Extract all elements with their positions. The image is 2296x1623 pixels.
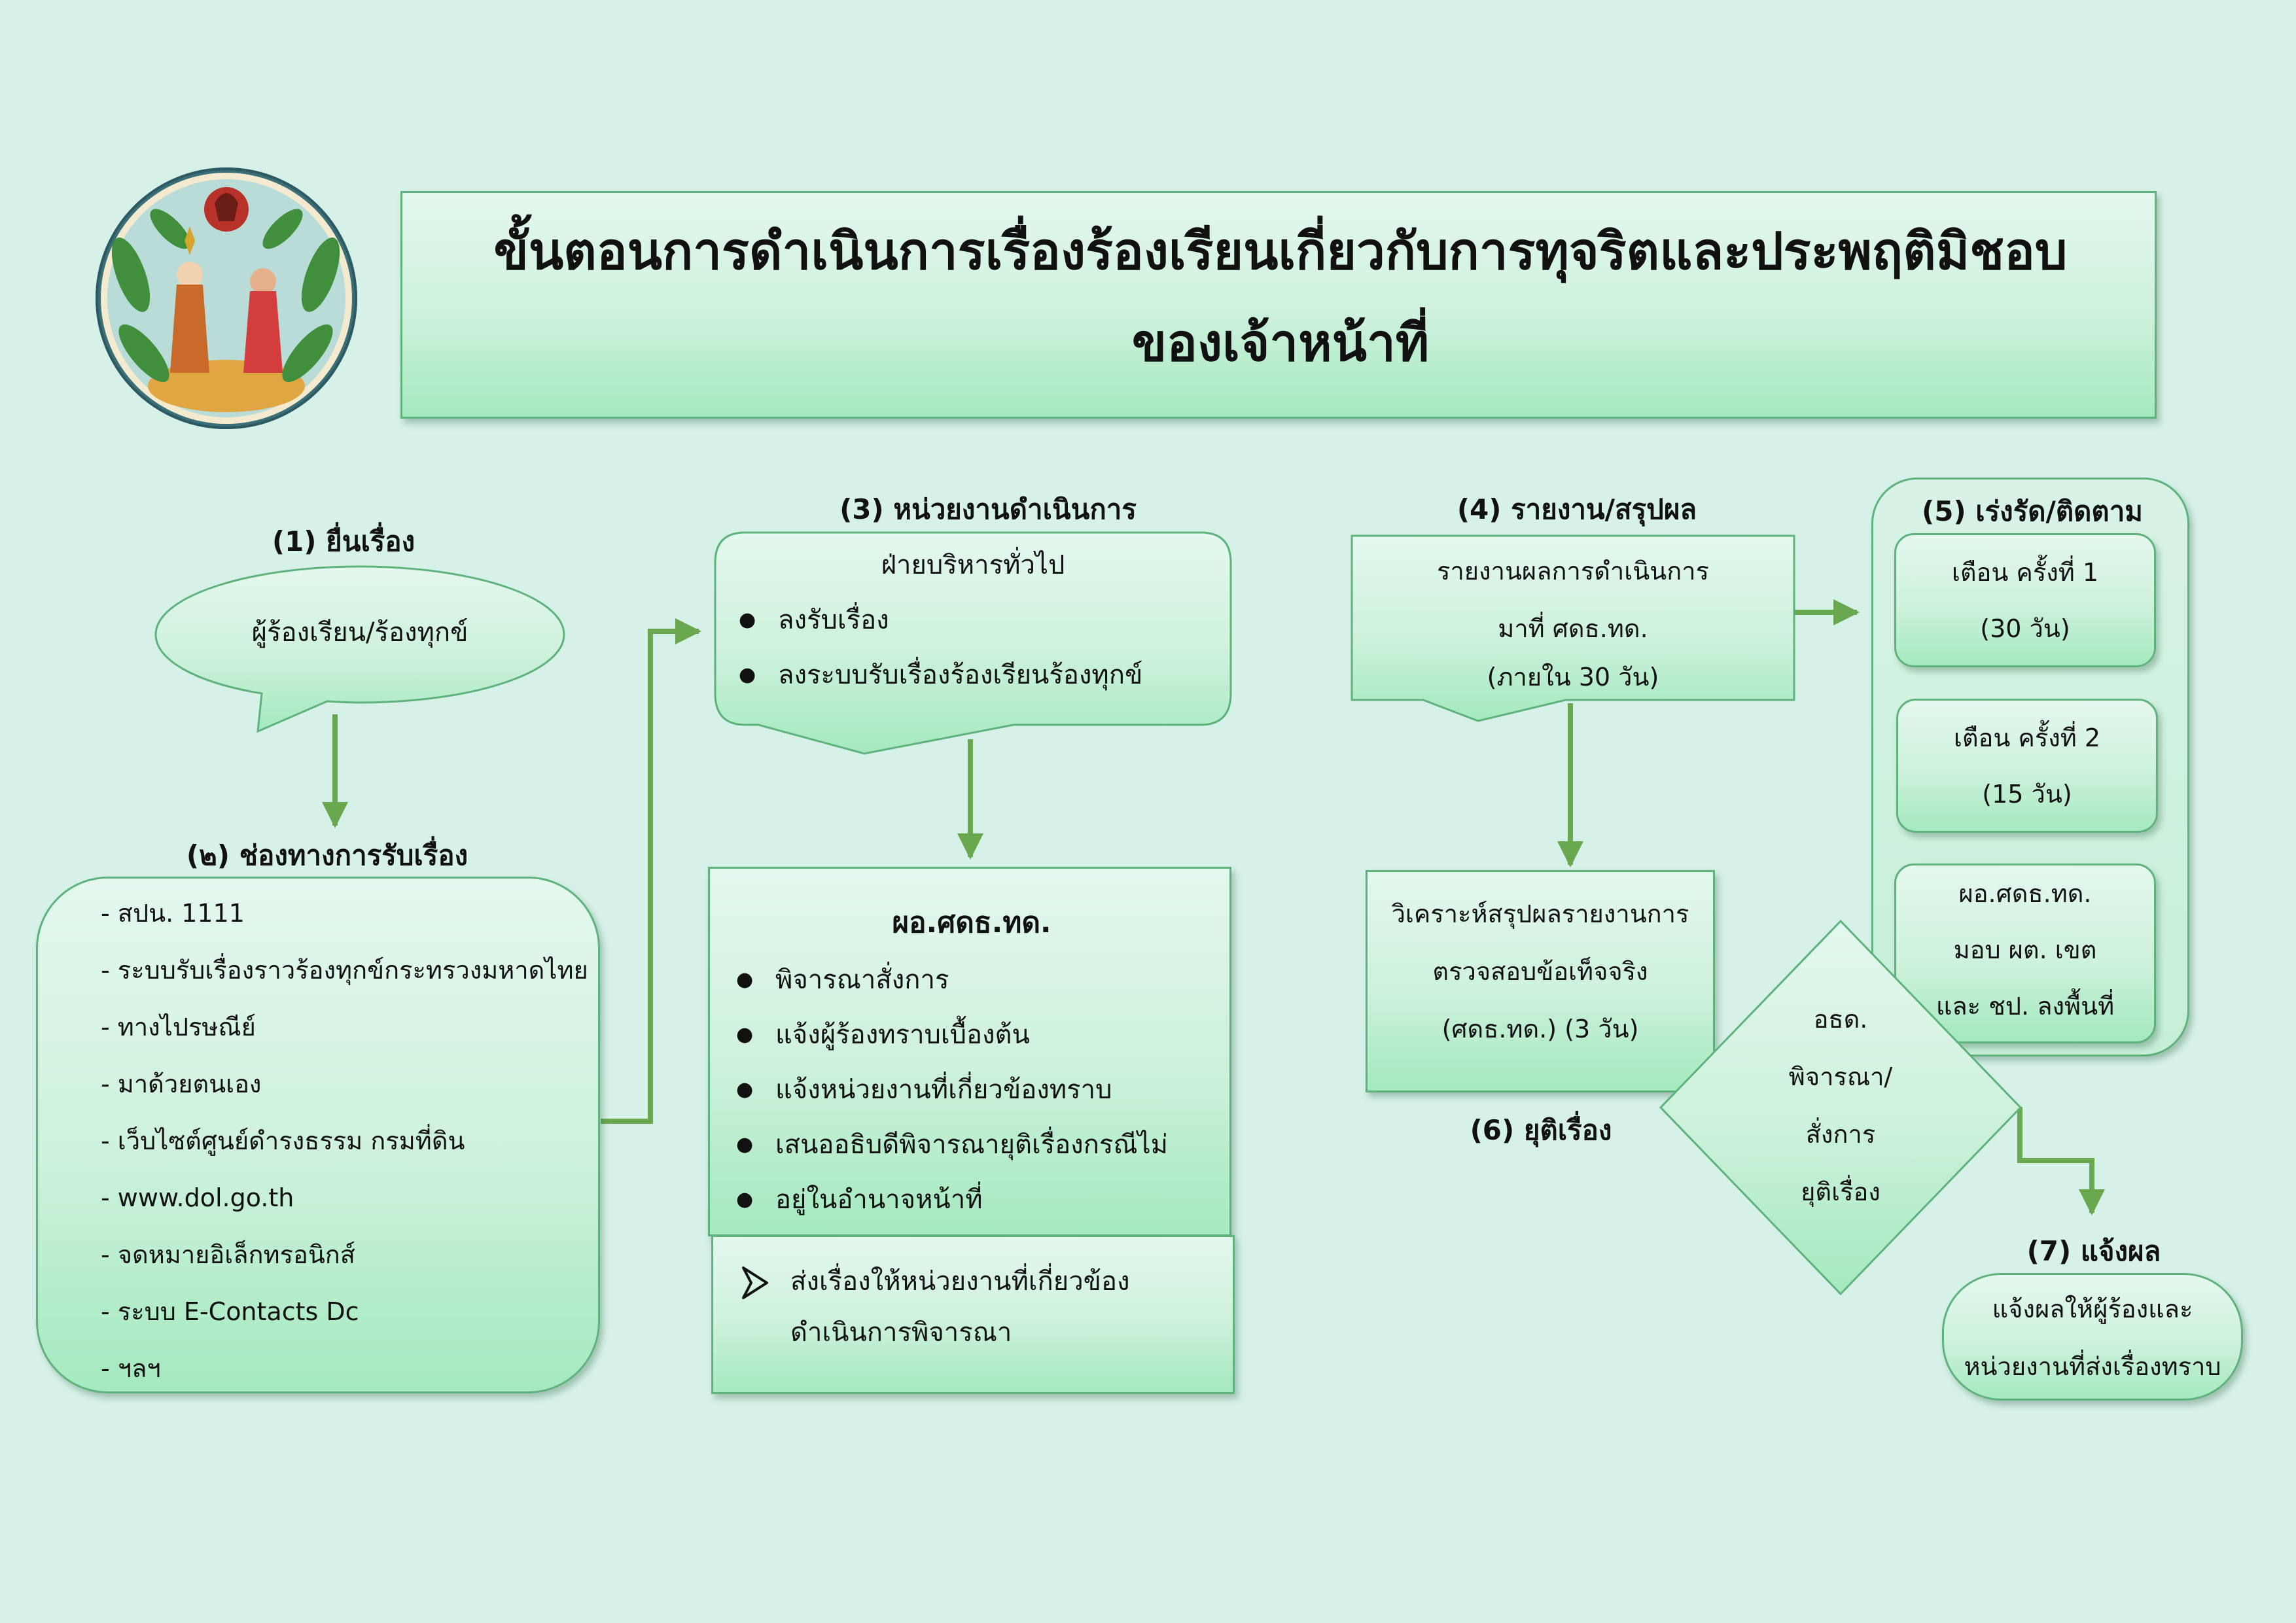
arrow-decision-to-7 [2017, 1107, 2105, 1215]
step6-label: (6) ยุติเรื่อง [1470, 1114, 1612, 1146]
director-item: เสนออธิบดีพิจารณายุติเรื่องกรณีไม่ [710, 1117, 1168, 1172]
field-visit-line3: และ ชป. ลงพื้นที่ [1935, 992, 2115, 1021]
notify-line1: แจ้งผลให้ผู้ร้องและ [1992, 1295, 2193, 1323]
warning1-line1: เตือน ครั้งที่ 1 [1951, 558, 2099, 587]
decision-line4: ยุติเรื่อง [1801, 1178, 1881, 1206]
arrow-2-to-3 [601, 618, 701, 1124]
warning1-line2: (30 วัน) [1980, 614, 2070, 643]
complainant-bubble: ผู้ร้องเรียน/ร้องทุกข์ [152, 564, 568, 735]
decision-line3: สั่งการ [1805, 1120, 1876, 1149]
field-visit-box: ผอ.ศดธ.ทด. มอบ ผต. เขต และ ชป. ลงพื้นที่ [1894, 864, 2156, 1043]
analysis-line3: (ศดธ.ทด.) (3 วัน) [1441, 1015, 1639, 1043]
general-admin-box: ฝ่ายบริหารทั่วไป ลงรับเรื่อง ลงระบบรับเร… [713, 530, 1233, 756]
complainant-text: ผู้ร้องเรียน/ร้องทุกข์ [251, 618, 468, 648]
director-item: แจ้งหน่วยงานที่เกี่ยวข้องทราบ [710, 1062, 1168, 1117]
decision-line1: อธด. [1813, 1005, 1868, 1034]
step3-label: (3) หน่วยงานดำเนินการ [839, 493, 1137, 525]
channel-item: - มาด้วยตนเอง [101, 1070, 262, 1098]
step1-label: (1) ยื่นเรื่อง [272, 525, 415, 557]
channel-item: - ระบบรับเรื่องราวร้องทุกข์กระทรวงมหาดไท… [101, 956, 588, 985]
report-box: รายงานผลการดำเนินการ มาที่ ศดธ.ทด. (ภายใ… [1350, 534, 1796, 724]
channels-list: - สปน. 1111 - ระบบรับเรื่องราวร้องทุกข์ก… [101, 885, 588, 1397]
director-item: แจ้งผู้ร้องทราบเบื้องต้น [710, 1007, 1168, 1062]
forward-line2: ดำเนินการพิจารณา [790, 1318, 1012, 1348]
forward-arrow-icon [742, 1266, 768, 1299]
analysis-line2: ตรวจสอบข้อเท็จจริง [1432, 957, 1648, 986]
report-line2: มาที่ ศดธ.ทด. [1498, 614, 1648, 643]
warning2-box: เตือน ครั้งที่ 2 (15 วัน) [1896, 699, 2158, 833]
report-line3: (ภายใน 30 วัน) [1487, 663, 1659, 691]
admin-item: ลงระบบรับเรื่องร้องเรียนร้องทุกข์ [713, 648, 1142, 703]
field-visit-line2: มอบ ผต. เขต [1953, 935, 2097, 964]
step4-label: (4) รายงาน/สรุปผล [1457, 493, 1697, 525]
step7-label: (7) แจ้งผล [2026, 1235, 2161, 1267]
channels-box: - สปน. 1111 - ระบบรับเรื่องราวร้องทุกข์ก… [36, 877, 600, 1393]
director-list: พิจารณาสั่งการ แจ้งผู้ร้องทราบเบื้องต้น … [710, 952, 1168, 1227]
analysis-line1: วิเคราะห์สรุปผลรายงานการ [1391, 899, 1689, 928]
notify-box: แจ้งผลให้ผู้ร้องและ หน่วยงานที่ส่งเรื่อง… [1942, 1273, 2243, 1401]
channel-item: - ฯลฯ [101, 1354, 161, 1383]
director-box: ผอ.ศดธ.ทด. พิจารณาสั่งการ แจ้งผู้ร้องทรา… [708, 867, 1231, 1236]
admin-item: ลงรับเรื่อง [713, 593, 1142, 648]
channel-item: - ทางไปรษณีย์ [101, 1013, 256, 1041]
forward-box: ส่งเรื่องให้หน่วยงานที่เกี่ยวข้อง ดำเนิน… [711, 1235, 1235, 1394]
channel-item: - www.dol.go.th [101, 1183, 294, 1212]
channel-item: - ระบบ E-Contacts Dc [101, 1297, 359, 1326]
director-item: พิจารณาสั่งการ [710, 952, 1168, 1007]
director-item: อยู่ในอำนาจหน้าที่ [710, 1172, 1168, 1227]
report-line1: รายงานผลการดำเนินการ [1437, 557, 1709, 585]
notify-line2: หน่วยงานที่ส่งเรื่องทราบ [1964, 1352, 2221, 1381]
forward-line1: ส่งเรื่องให้หน่วยงานที่เกี่ยวข้อง [790, 1266, 1130, 1297]
warning2-line1: เตือน ครั้งที่ 2 [1953, 724, 2101, 752]
page-title-line2: ของเจ้าหน้าที่ [1131, 314, 1430, 373]
general-admin-list: ลงรับเรื่อง ลงระบบรับเรื่องร้องเรียนร้อง… [713, 593, 1142, 703]
step5-label: (5) เร่งรัด/ติดตาม [1922, 495, 2143, 527]
decision-diamond: อธด. พิจารณา/ สั่งการ ยุติเรื่อง [1658, 918, 2023, 1297]
channel-item: - สปน. 1111 [101, 899, 245, 928]
step2-label: (๒) ช่องทางการรับเรื่อง [186, 839, 468, 871]
department-seal-icon [92, 164, 361, 433]
general-admin-title: ฝ่ายบริหารทั่วไป [881, 550, 1065, 580]
field-visit-line1: ผอ.ศดธ.ทด. [1958, 879, 2092, 908]
page-title-line1: ขั้นตอนการดำเนินการเรื่องร้องเรียนเกี่ยว… [493, 222, 2068, 281]
warning2-line2: (15 วัน) [1982, 780, 2072, 809]
analysis-box: วิเคราะห์สรุปผลรายงานการ ตรวจสอบข้อเท็จจ… [1366, 870, 1715, 1092]
title-box: ขั้นตอนการดำเนินการเรื่องร้องเรียนเกี่ยว… [400, 191, 2157, 419]
director-title: ผอ.ศดธ.ทด. [892, 906, 1051, 939]
warning1-box: เตือน ครั้งที่ 1 (30 วัน) [1894, 533, 2156, 667]
channel-item: - จดหมายอิเล็กทรอนิกส์ [101, 1240, 355, 1269]
channel-item: - เว็บไซต์ศูนย์ดำรงธรรม กรมที่ดิน [101, 1126, 465, 1155]
decision-line2: พิจารณา/ [1788, 1062, 1893, 1091]
